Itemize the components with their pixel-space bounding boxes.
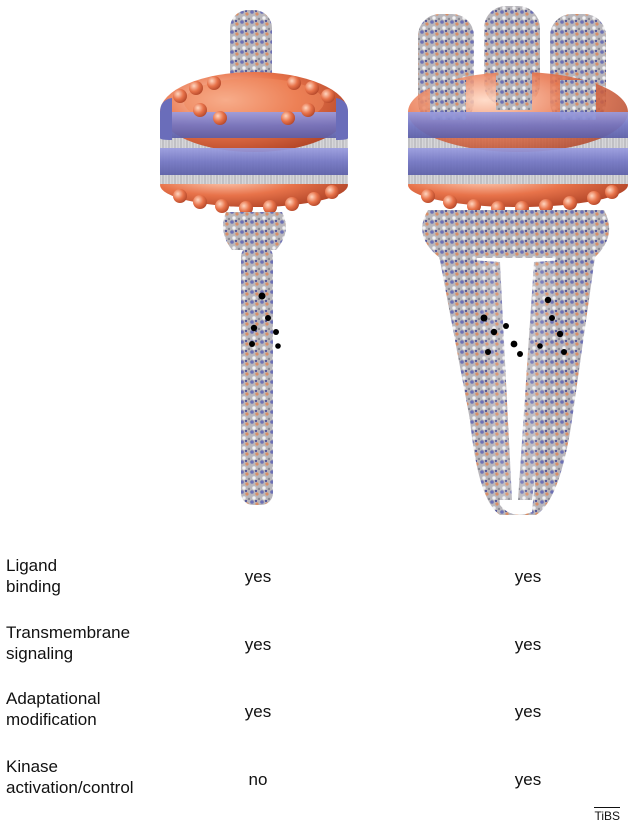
array-cytoplasmic-bundle xyxy=(438,250,596,515)
monomer-hamp-region xyxy=(223,212,286,250)
row-label-transmembrane-signaling: Transmembrane signaling xyxy=(6,623,131,663)
row-label-kinase-activation: Kinase activation/control xyxy=(6,757,134,797)
array-transmembrane-signaling: yes xyxy=(514,635,542,654)
monomer-transmembrane-signaling: yes xyxy=(244,635,272,654)
array-kinase-activation: yes xyxy=(514,770,542,789)
monomer-kinase-activation: no xyxy=(248,770,268,789)
monomer-cytoplasmic-rod xyxy=(241,245,273,505)
array-hamp-region xyxy=(422,210,610,258)
monomer-adaptational-modification: yes xyxy=(244,702,272,721)
array-methylation-sites xyxy=(480,296,567,357)
monomer-nanodisc xyxy=(160,72,348,215)
array-model xyxy=(408,6,628,515)
array-adaptational-modification: yes xyxy=(514,702,542,721)
row-label-adaptational-modification: Adaptational modification xyxy=(6,689,101,729)
molecular-models xyxy=(160,6,628,515)
monomer-model xyxy=(160,10,348,505)
journal-credit: TiBS xyxy=(594,807,620,823)
array-ligand-binding: yes xyxy=(514,567,542,586)
monomer-methylation-sites xyxy=(249,292,281,349)
monomer-ligand-binding: yes xyxy=(244,567,272,586)
array-nanodisc xyxy=(408,70,628,215)
row-label-ligand-binding: Ligand binding xyxy=(6,556,61,596)
